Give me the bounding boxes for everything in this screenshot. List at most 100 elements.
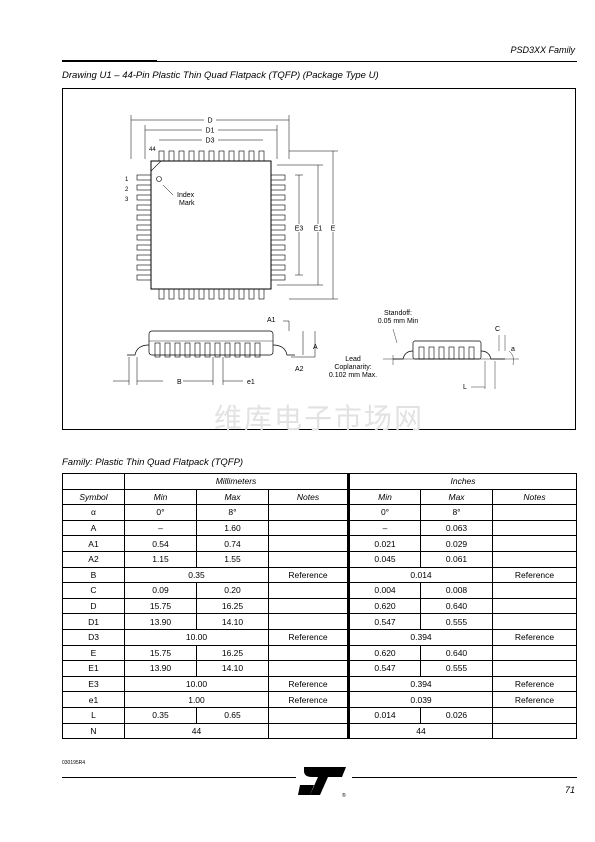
cell-in-notes	[492, 706, 578, 724]
pin	[158, 288, 165, 300]
pin	[468, 346, 475, 360]
cell-in-notes	[492, 613, 578, 630]
side-labels: A1 A A2 B e1 Lead Coplanarity: 0.102 mm …	[177, 310, 515, 391]
cell-in-value: 44	[347, 722, 494, 740]
cell-in-value: 0.014	[347, 566, 494, 584]
cell-in-notes	[492, 535, 578, 552]
col-in-max: Max	[420, 488, 494, 506]
label-l: L	[463, 384, 467, 391]
pin	[168, 150, 175, 162]
cell-mm-notes	[267, 597, 350, 615]
cell-mm-notes: Reference	[267, 675, 350, 693]
pin	[248, 288, 255, 300]
cell-in-min: 0.547	[347, 613, 422, 630]
label-standoff-value: 0.05 mm Min	[378, 318, 419, 325]
cell-mm-notes	[267, 535, 350, 552]
cell-in-value: 0.394	[347, 675, 494, 693]
pin	[228, 150, 235, 162]
pin	[136, 244, 152, 251]
pin	[194, 342, 201, 358]
cell-mm-notes	[267, 722, 350, 740]
cell-in-max: 0.640	[420, 644, 494, 662]
cell-in-max: 0.026	[420, 706, 494, 724]
pin	[154, 342, 161, 358]
package-drawing-svg: D D1 D3 E E1 E3 44 1 2 3 Index Mark	[113, 115, 519, 391]
cell-symbol: A2	[62, 550, 125, 568]
cell-mm-notes: Reference	[267, 566, 350, 584]
cell-mm-min: 0.35	[124, 706, 197, 724]
pin	[270, 214, 286, 221]
pin	[184, 342, 191, 358]
pin	[218, 150, 225, 162]
pin	[238, 150, 245, 162]
cell-mm-max: 16.25	[196, 644, 269, 662]
label-mark: Mark	[179, 200, 195, 207]
pin	[418, 346, 425, 360]
cell-symbol: e1	[62, 691, 125, 708]
cell-mm-max: 8°	[196, 504, 269, 521]
cell-in-max: 0.029	[420, 535, 494, 552]
label-d3: D3	[206, 138, 215, 145]
label-pin-44: 44	[149, 147, 156, 153]
pin	[270, 264, 286, 271]
footer-rule-right	[352, 777, 577, 778]
label-b: B	[177, 379, 182, 386]
pin	[164, 342, 171, 358]
cell-mm-value: 44	[124, 722, 269, 740]
pin	[198, 288, 205, 300]
table-header-row: Symbol Min Max Notes Min Max Notes	[62, 488, 578, 506]
cell-symbol: E	[62, 644, 125, 662]
cell-mm-notes	[267, 706, 350, 724]
label-coplanarity: Coplanarity:	[334, 364, 371, 371]
pin	[208, 288, 215, 300]
label-e1: E1	[314, 226, 323, 233]
cell-symbol: C	[62, 582, 125, 599]
cell-mm-max: 0.65	[196, 706, 269, 724]
pin	[458, 346, 465, 360]
cell-mm-value: 0.35	[124, 566, 269, 584]
st-logo: ®	[298, 767, 346, 799]
pin	[234, 342, 241, 358]
dimension-lines	[130, 115, 338, 300]
label-e1-pitch: e1	[247, 379, 255, 386]
pin	[224, 342, 231, 358]
pin	[174, 342, 181, 358]
pin	[428, 346, 435, 360]
label-d: D	[207, 118, 212, 125]
pin	[214, 342, 221, 358]
cell-in-notes	[492, 722, 578, 740]
cell-in-min: 0.004	[347, 582, 422, 599]
pin	[258, 150, 265, 162]
pin	[204, 342, 211, 358]
cell-in-min: 0.045	[347, 550, 422, 568]
label-lead: Lead	[345, 356, 361, 363]
label-coplanarity-value: 0.102 mm Max.	[329, 372, 377, 379]
col-in-notes: Notes	[492, 488, 578, 506]
pin	[188, 150, 195, 162]
cell-in-min: 0.547	[347, 660, 422, 677]
col-symbol: Symbol	[62, 488, 125, 506]
label-e3: E3	[295, 226, 304, 233]
label-pin-1: 1	[125, 177, 129, 183]
table-caption: Family: Plastic Thin Quad Flatpack (TQFP…	[62, 457, 244, 468]
pin	[270, 254, 286, 261]
cell-in-notes: Reference	[492, 675, 578, 693]
pin	[168, 288, 175, 300]
pin	[136, 184, 152, 191]
cell-symbol: E1	[62, 660, 125, 677]
pin	[198, 150, 205, 162]
cell-mm-min: 13.90	[124, 613, 197, 630]
cell-in-max: 0.063	[420, 519, 494, 537]
pin	[244, 342, 251, 358]
cell-in-notes: Reference	[492, 566, 578, 584]
label-d1: D1	[206, 128, 215, 135]
pin	[158, 150, 165, 162]
label-a2: A2	[295, 366, 304, 373]
pins-left	[136, 174, 152, 281]
